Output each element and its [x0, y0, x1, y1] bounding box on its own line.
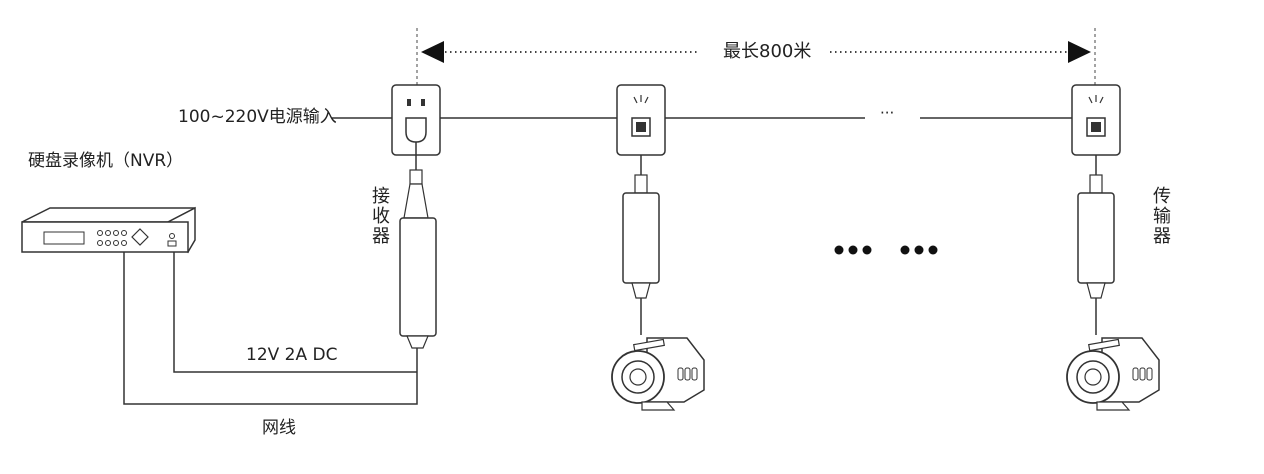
wall-outlet-receiver	[391, 84, 441, 170]
receiver-adapter	[399, 169, 437, 372]
camera-icon	[611, 337, 705, 411]
power-input-label: 100~220V电源输入	[178, 107, 337, 127]
wall-outlet-3	[1071, 84, 1121, 175]
wall-outlet-2	[616, 84, 666, 175]
nvr-label: 硬盘录像机（NVR）	[28, 151, 184, 171]
distance-label: 最长800米	[723, 41, 812, 62]
transmitter-adapter-2	[622, 174, 660, 335]
network-cable-line	[123, 252, 418, 405]
receiver-label: 接收器	[369, 186, 390, 246]
ellipsis-small: ···	[880, 104, 895, 122]
network-cable-label: 网线	[262, 418, 296, 438]
transmitter-adapter-3	[1077, 174, 1115, 335]
arrow-right-head	[1068, 41, 1091, 63]
ellipsis-dots	[834, 245, 938, 255]
dc-power-cable	[173, 252, 417, 373]
arrow-left-head	[421, 41, 444, 63]
power-spec-label: 12V 2A DC	[246, 345, 338, 365]
transmitter-label: 传输器	[1150, 186, 1171, 246]
nvr-device-icon	[21, 206, 196, 254]
camera-icon-2	[1066, 337, 1160, 411]
